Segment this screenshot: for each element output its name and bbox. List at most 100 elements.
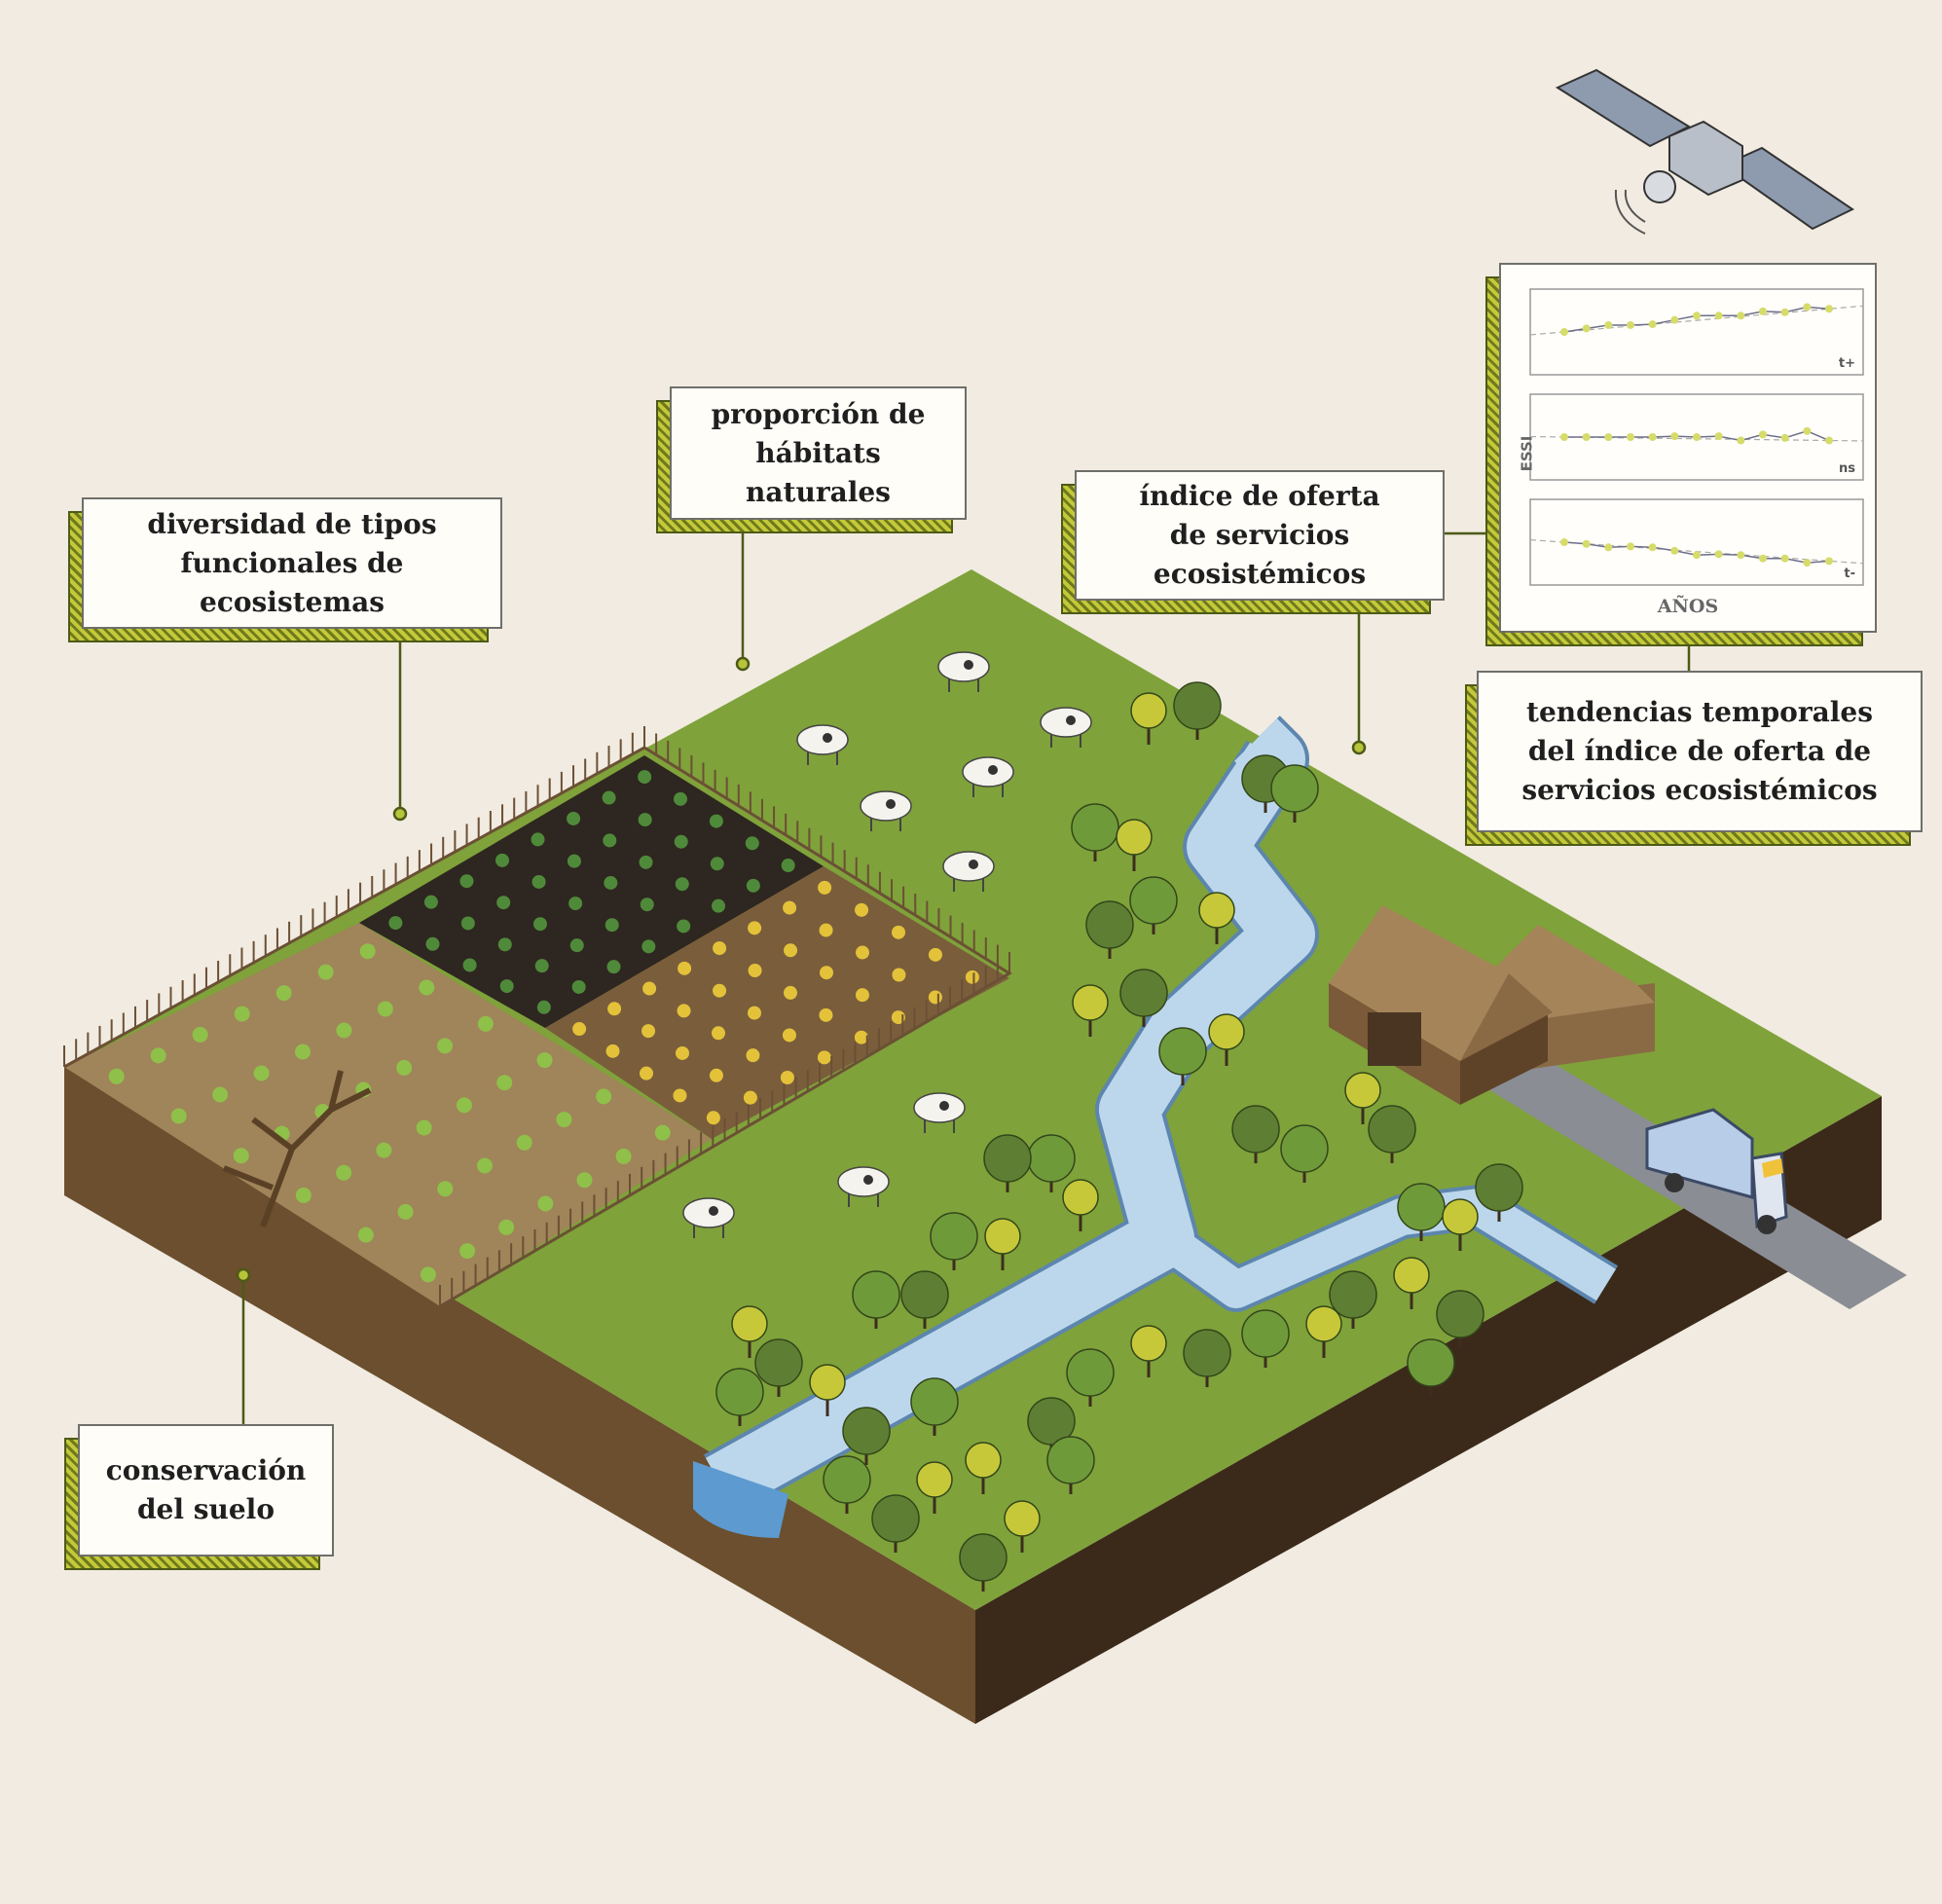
lettuce-plant xyxy=(336,1164,352,1181)
tree xyxy=(1062,1179,1099,1216)
lettuce-plant xyxy=(498,1219,515,1235)
data-point xyxy=(1780,554,1789,563)
tree xyxy=(1116,819,1153,856)
soil-right-face xyxy=(975,1096,1882,1724)
chart-frame xyxy=(1529,288,1864,376)
lettuce-plant xyxy=(150,1047,166,1064)
tree xyxy=(1085,900,1134,949)
corn-plant xyxy=(748,1006,761,1020)
tree xyxy=(1231,1105,1280,1153)
lettuce-plant xyxy=(576,1172,593,1189)
data-point xyxy=(1803,303,1812,311)
corn-plant xyxy=(856,945,869,960)
lettuce-plant xyxy=(234,1006,250,1022)
lettuce-plant xyxy=(336,1022,352,1039)
seedling xyxy=(603,833,617,848)
tree xyxy=(809,1364,846,1401)
seedling xyxy=(388,916,403,931)
tree xyxy=(1241,1309,1290,1358)
seedling xyxy=(639,855,653,869)
lettuce-plant xyxy=(477,1015,494,1032)
corn-plant xyxy=(784,985,797,1000)
data-point xyxy=(1714,432,1723,441)
cow xyxy=(942,851,995,882)
cow-spot xyxy=(886,799,896,809)
tree xyxy=(1368,1105,1416,1153)
data-point xyxy=(1648,543,1657,552)
seedling xyxy=(604,875,618,890)
seedling xyxy=(423,895,438,909)
lettuce-plant xyxy=(377,1001,393,1017)
tree xyxy=(1208,1013,1245,1050)
cow-spot xyxy=(939,1101,949,1111)
corn-plant xyxy=(673,1088,687,1103)
lettuce-plant xyxy=(516,1134,532,1151)
data-point xyxy=(1825,305,1833,313)
seedling xyxy=(571,979,586,994)
data-point xyxy=(1803,559,1812,568)
chart-frame xyxy=(1529,498,1864,586)
tree xyxy=(1270,764,1319,813)
tree xyxy=(1072,984,1109,1021)
truck xyxy=(1645,1108,1788,1234)
seedling xyxy=(712,898,726,913)
lettuce-plant xyxy=(477,1157,493,1174)
tree xyxy=(1436,1290,1484,1338)
corn-plant xyxy=(783,900,797,915)
chart-plots: t+nst- xyxy=(1529,288,1864,586)
cow-spot xyxy=(863,1175,873,1185)
tree xyxy=(1329,1270,1377,1319)
lettuce-plant xyxy=(536,1052,553,1069)
label-temporal-trends: tendencias temporales del índice de ofer… xyxy=(1477,671,1923,832)
corn-plant xyxy=(892,968,906,982)
corn-plant xyxy=(818,880,832,895)
tree xyxy=(842,1407,891,1455)
seedling xyxy=(497,937,512,952)
corn-plant xyxy=(676,1045,689,1060)
lettuce-plant xyxy=(420,1266,436,1283)
seedling xyxy=(638,770,652,785)
seedling xyxy=(674,791,688,806)
lettuce-plant xyxy=(359,943,376,960)
corn-plant xyxy=(640,1066,653,1080)
lettuce-plant xyxy=(295,1187,311,1203)
tree xyxy=(1027,1397,1076,1446)
lettuce-plant xyxy=(317,964,334,980)
label-text: proporción de hábitats naturales xyxy=(711,397,926,508)
tree xyxy=(916,1461,953,1498)
data-point xyxy=(1737,311,1745,320)
seedling xyxy=(605,918,619,933)
satellite-icon xyxy=(1555,68,1854,235)
lettuce-plant xyxy=(170,1108,187,1124)
corn-plant xyxy=(892,925,905,939)
seedling xyxy=(602,790,616,805)
barn xyxy=(1329,905,1655,1105)
data-point xyxy=(1560,328,1568,336)
cow-spot xyxy=(709,1206,718,1216)
data-point xyxy=(1714,311,1723,320)
tree xyxy=(959,1533,1008,1582)
lettuce-plant xyxy=(295,1044,311,1060)
chart-ylabel: ESSI xyxy=(1518,435,1536,472)
corn-plant xyxy=(748,963,762,977)
lettuce-plant xyxy=(275,985,292,1002)
data-point xyxy=(1670,432,1679,441)
corn-plant xyxy=(819,1007,833,1022)
data-point xyxy=(1582,433,1591,441)
lettuce-plant xyxy=(496,1075,513,1091)
seedling xyxy=(745,836,759,851)
erosion-gullies xyxy=(222,1070,372,1228)
seedling xyxy=(531,874,546,889)
lettuce-plant xyxy=(615,1148,632,1164)
corn-plant xyxy=(819,923,833,937)
seedling xyxy=(641,939,656,954)
trend-tag: t- xyxy=(1844,567,1855,581)
seedling xyxy=(536,1000,551,1014)
tree xyxy=(1305,1305,1342,1342)
label-text: conservación del suelo xyxy=(105,1454,307,1525)
lettuce-plant xyxy=(416,1119,432,1136)
lettuce-plant xyxy=(357,1227,374,1243)
seedling xyxy=(709,814,723,828)
seedling xyxy=(569,938,584,953)
